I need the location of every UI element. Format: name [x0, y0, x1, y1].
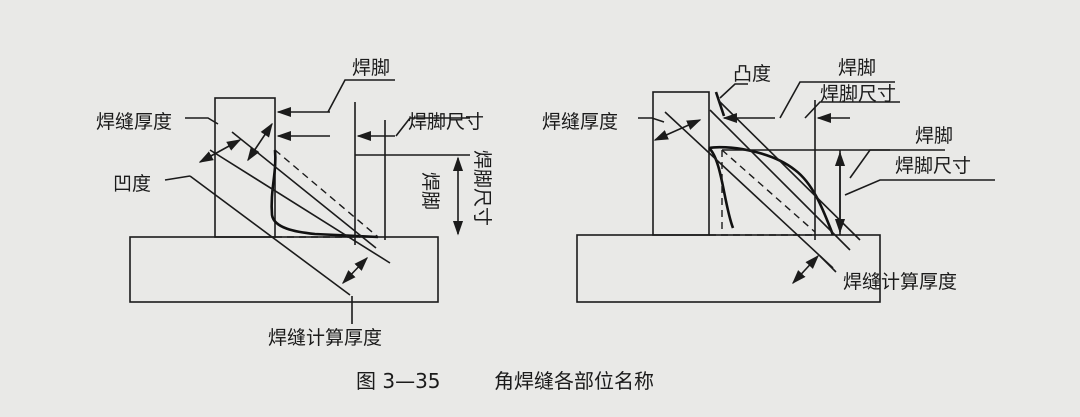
weld-triangle-dashed-left: [274, 149, 379, 238]
left-calc-thickness-label: 焊缝计算厚度: [268, 327, 382, 349]
base-plate-left: [129, 236, 439, 303]
figure-caption: 图 3—35 角焊缝各部位名称: [356, 369, 654, 393]
left-concavity-label: 凹度: [113, 173, 151, 195]
left-weld-thickness-label: 焊缝厚度: [96, 111, 172, 133]
right-weld-thickness-label: 焊缝厚度: [542, 111, 618, 133]
left-leg-vertical-label: 焊脚: [419, 172, 441, 210]
convex-weld-profile: [708, 145, 835, 236]
concave-fillet-weld-figure: 焊脚 焊脚尺寸 焊缝厚度 凹度 焊脚 焊脚尺寸 焊缝计算厚度: [96, 57, 493, 349]
right-convexity-label: 凸度: [733, 63, 771, 85]
right-leg-mid-label: 焊脚: [915, 125, 953, 147]
right-leg-top-label: 焊脚: [838, 57, 876, 79]
vertical-plate-right: [652, 91, 710, 236]
right-leg-size-top-label: 焊脚尺寸: [820, 83, 896, 105]
base-plate-right: [576, 234, 881, 303]
convex-fillet-weld-figure: 凸度 焊脚 焊脚尺寸 焊缝厚度 焊脚 焊脚尺寸 焊缝计算厚度: [542, 57, 995, 303]
right-calc-thickness-label: 焊缝计算厚度: [843, 271, 957, 293]
weld-triangle-dashed-right: [721, 149, 816, 233]
caption-number: 图 3—35: [356, 369, 441, 393]
left-leg-label: 焊脚: [352, 57, 390, 79]
caption-title: 角焊缝各部位名称: [494, 369, 654, 393]
right-leg-size-mid-label: 焊脚尺寸: [895, 155, 971, 177]
left-leg-size-label: 焊脚尺寸: [408, 111, 484, 133]
left-leg-size-vertical-label: 焊脚尺寸: [471, 150, 493, 226]
